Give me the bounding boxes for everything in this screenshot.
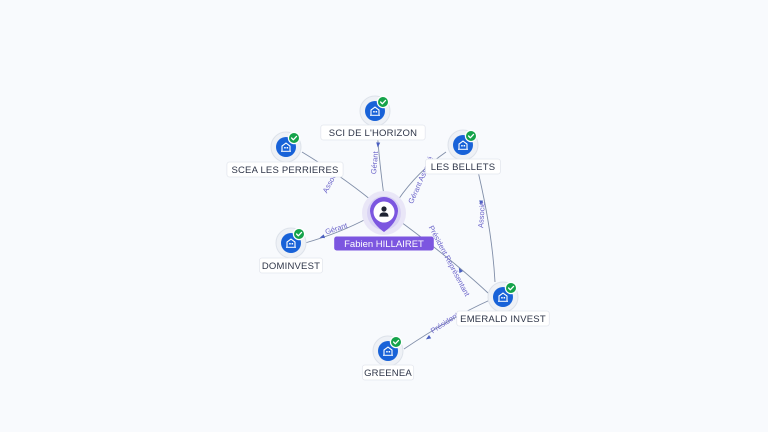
company-node-les-bellets[interactable]: LES BELLETS (425, 129, 501, 175)
company-name: EMERALD INVEST (460, 314, 546, 325)
person-icon (379, 206, 389, 217)
relation-line (475, 162, 496, 283)
node-label-box (320, 124, 426, 141)
relation-label: Gérant (324, 221, 349, 237)
arrow-icon (425, 334, 432, 340)
company-node-emerald-invest[interactable]: EMERALD INVEST (456, 281, 550, 327)
node-label-box (361, 364, 415, 381)
company-node-sci-de-l-horizon[interactable]: SCI DE L'HORIZON (320, 95, 426, 141)
building-icon (281, 142, 291, 152)
verified-check-icon (287, 131, 301, 145)
node-label-box (226, 161, 344, 178)
company-name: SCEA LES PERRIERES (231, 165, 338, 176)
person-label-box (334, 236, 434, 251)
verified-check-icon (389, 335, 403, 349)
building-icon (370, 106, 380, 116)
arrow-icon (479, 200, 484, 206)
edge-person-emerald: Président Représentant (400, 221, 489, 299)
company-name: DOMINVEST (262, 261, 320, 272)
relation-line (400, 221, 489, 294)
relation-line (403, 299, 491, 350)
nodes-layer: SCI DE L'HORIZON SCEA LES PERRIERES LES BE… (226, 95, 550, 381)
building-icon (498, 292, 508, 302)
verified-check-icon (464, 129, 478, 143)
verified-check-icon (504, 281, 518, 295)
node-label-box (425, 158, 501, 175)
relation-label: Gérant (369, 150, 380, 175)
building-icon (458, 140, 468, 150)
building-icon (383, 346, 393, 356)
relation-line (397, 151, 447, 201)
person-node[interactable]: Fabien HILLAIRET (334, 191, 434, 251)
company-name: LES BELLETS (431, 162, 496, 173)
arrow-icon (376, 142, 381, 148)
verified-check-icon (376, 95, 390, 109)
pin-inner (373, 201, 395, 223)
edge-bellets-emerald: Associé (475, 162, 496, 283)
company-name: SCI DE L'HORIZON (329, 128, 417, 139)
verified-check-icon (292, 227, 306, 241)
building-icon (286, 238, 296, 248)
company-node-dominvest[interactable]: DOMINVEST (259, 227, 323, 274)
node-label-box (259, 257, 323, 274)
relation-line (304, 217, 369, 244)
relation-label: Président Représentant (427, 224, 472, 299)
node-label-box (456, 310, 550, 327)
arrow-icon (319, 234, 325, 239)
company-name: GREENEA (364, 368, 412, 379)
arrow-icon (458, 267, 463, 274)
company-node-scea-les-perrieres[interactable]: SCEA LES PERRIERES (226, 131, 344, 178)
company-node-greenea[interactable]: GREENEA (361, 335, 415, 381)
person-name: Fabien HILLAIRET (344, 239, 424, 250)
relation-label: Associé (476, 201, 487, 228)
